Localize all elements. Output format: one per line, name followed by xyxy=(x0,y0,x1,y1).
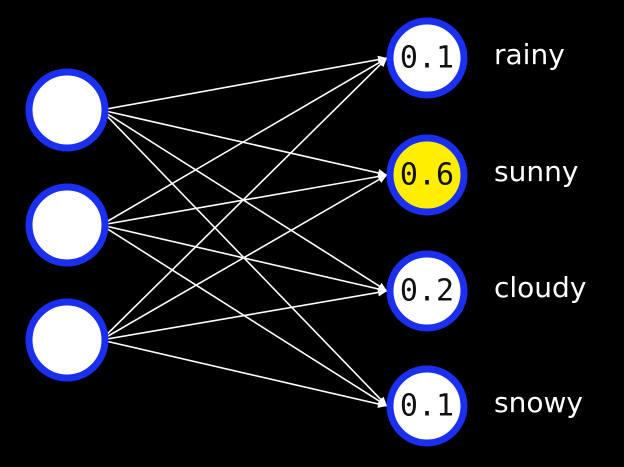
input-layer xyxy=(25,68,109,382)
output-node-circle xyxy=(386,17,468,99)
input-node-1 xyxy=(25,68,109,152)
input-node-3 xyxy=(25,298,109,382)
output-class-label: cloudy xyxy=(494,271,586,304)
output-node-sunny: 0.6 sunny xyxy=(386,134,578,216)
output-node-rainy: 0.1 rainy xyxy=(386,17,565,99)
output-node-circle xyxy=(386,134,468,216)
edge-input-1-to-output-2 xyxy=(101,109,388,177)
edge-input-1-to-output-1 xyxy=(101,55,388,111)
output-class-label: sunny xyxy=(494,155,578,188)
output-node-circle xyxy=(386,250,468,332)
output-probability: 0.1 xyxy=(400,41,454,76)
output-probability: 0.6 xyxy=(400,158,454,193)
input-node-2 xyxy=(25,183,109,267)
output-probability: 0.1 xyxy=(400,389,454,424)
edge-input-3-to-output-4 xyxy=(101,339,388,408)
connection-edges xyxy=(100,55,388,408)
output-node-snowy: 0.1 snowy xyxy=(386,365,583,447)
output-probability: 0.2 xyxy=(400,274,454,309)
output-node-circle xyxy=(386,365,468,447)
output-class-label: snowy xyxy=(494,386,583,419)
edge-input-3-to-output-1 xyxy=(100,57,388,341)
edge-input-3-to-output-3 xyxy=(101,288,388,341)
output-layer: 0.1 rainy 0.6 sunny 0.2 cloudy 0.1 snowy xyxy=(386,17,586,447)
edge-input-2-to-output-1 xyxy=(100,57,388,226)
output-node-cloudy: 0.2 cloudy xyxy=(386,250,586,332)
output-class-label: rainy xyxy=(494,38,565,71)
edge-input-3-to-output-2 xyxy=(100,174,388,341)
